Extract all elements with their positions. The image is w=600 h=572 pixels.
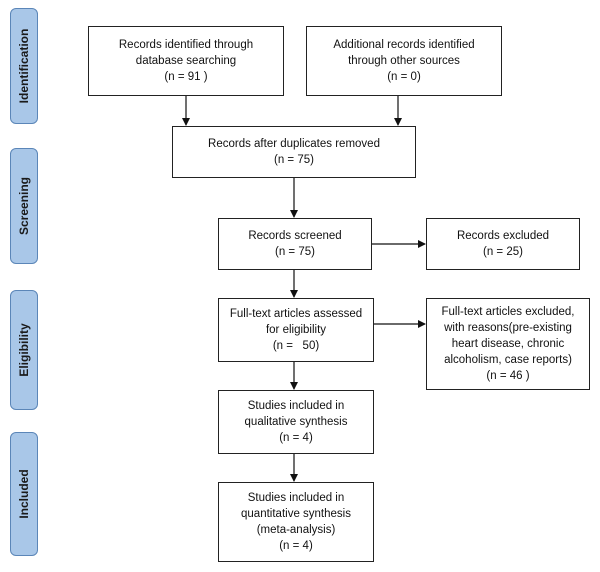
- box-line: alcoholism, case reports): [444, 354, 572, 366]
- box-line: Records excluded: [456, 230, 550, 242]
- box-other-sources: Additional records identified through ot…: [306, 26, 502, 96]
- box-line: Full-text articles excluded,: [441, 306, 575, 318]
- box-line: Studies included in: [247, 492, 345, 504]
- box-line: for eligibility: [265, 324, 327, 336]
- phase-identification: Identification: [10, 8, 38, 124]
- box-line: database searching: [135, 55, 237, 67]
- box-fulltext-assessed: Full-text articles assessed for eligibil…: [218, 298, 374, 362]
- box-line: (n = 50): [272, 340, 320, 352]
- box-line: (n = 4): [279, 540, 313, 552]
- box-database-searching: Records identified through database sear…: [88, 26, 284, 96]
- box-line: (n = 75): [275, 246, 315, 258]
- box-line: Records screened: [248, 230, 342, 242]
- box-line: Full-text articles assessed: [229, 308, 363, 320]
- box-duplicates-removed: Records after duplicates removed (n = 75…: [172, 126, 416, 178]
- box-records-screened: Records screened (n = 75): [218, 218, 372, 270]
- box-line: qualitative synthesis: [244, 416, 348, 428]
- box-line: (n = 25): [483, 246, 523, 258]
- box-line: (n = 46 ): [486, 370, 530, 382]
- box-line: (meta-analysis): [256, 524, 336, 536]
- box-line: through other sources: [348, 55, 460, 67]
- box-line: Records identified through: [118, 39, 254, 51]
- box-records-excluded: Records excluded (n = 25): [426, 218, 580, 270]
- box-line: (n = 91 ): [164, 71, 208, 83]
- phase-eligibility: Eligibility: [10, 290, 38, 410]
- phase-screening: Screening: [10, 148, 38, 264]
- box-quantitative-synthesis: Studies included in quantitative synthes…: [218, 482, 374, 562]
- box-line: quantitative synthesis: [241, 508, 351, 520]
- box-line: heart disease, chronic: [451, 338, 565, 350]
- box-line: Records after duplicates removed: [208, 138, 380, 150]
- box-line: Studies included in: [247, 400, 345, 412]
- box-line: (n = 0): [387, 71, 421, 83]
- connector-arrows: [182, 96, 426, 482]
- box-line: (n = 75): [274, 154, 314, 166]
- box-fulltext-excluded: Full-text articles excluded, with reason…: [426, 298, 590, 390]
- box-line: (n = 4): [279, 432, 313, 444]
- box-qualitative-synthesis: Studies included in qualitative synthesi…: [218, 390, 374, 454]
- box-line: with reasons(pre-existing: [444, 322, 572, 334]
- phase-included: Included: [10, 432, 38, 556]
- box-line: Additional records identified: [333, 39, 475, 51]
